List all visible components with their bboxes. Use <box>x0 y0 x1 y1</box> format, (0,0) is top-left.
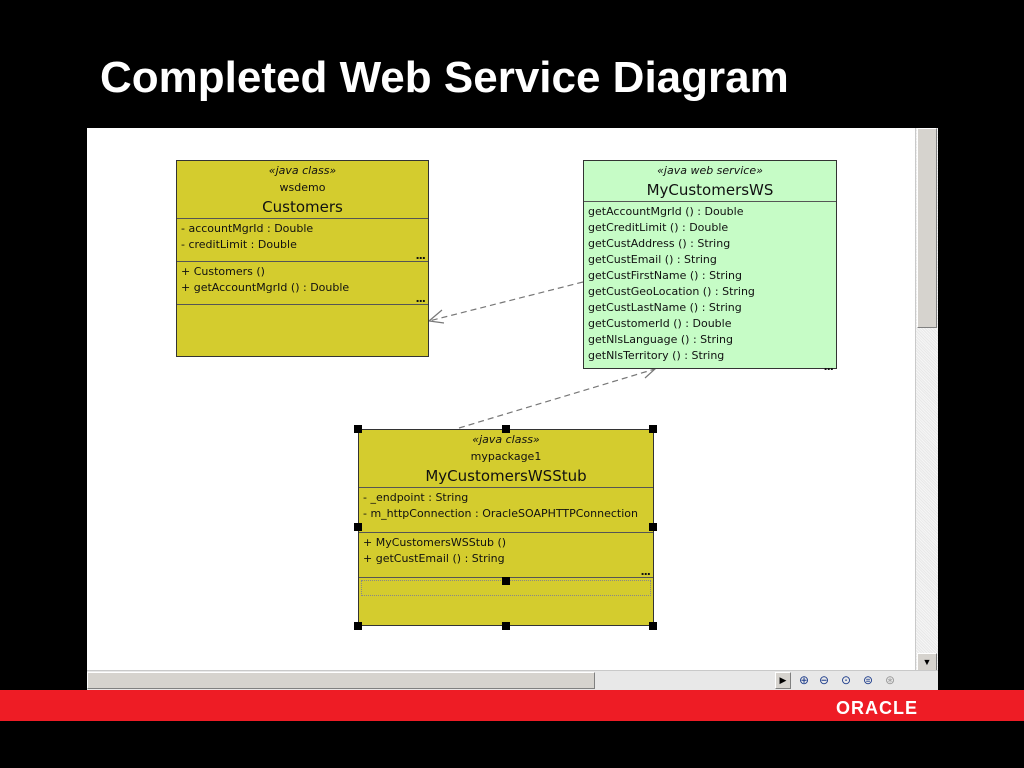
zoom-fit-icon[interactable]: ⊙ <box>840 673 852 687</box>
stub-attribute: - _endpoint : String <box>363 491 469 504</box>
vertical-scrollbar[interactable]: ▼ <box>915 128 938 671</box>
web-service-operation: getCreditLimit () : Double <box>588 221 729 234</box>
selection-handle[interactable] <box>354 523 362 531</box>
web-service-operations: getAccountMgrId () : Double getCreditLim… <box>584 202 836 372</box>
stub-operation: + getCustEmail () : String <box>363 552 505 565</box>
stub-stereotype: «java class» <box>472 433 540 446</box>
more-indicator: ... <box>415 292 426 305</box>
horizontal-scrollbar[interactable]: ▶ ⊕ ⊖ ⊙ ⊜ ⊛ <box>87 670 938 690</box>
web-service-operation: getNlsTerritory () : String <box>588 349 725 362</box>
web-service-operation: getCustLastName () : String <box>588 301 742 314</box>
stub-operation: + MyCustomersWSStub () <box>363 536 507 549</box>
stub-class-name: MyCustomersWSStub <box>425 467 587 485</box>
customers-attribute: - accountMgrId : Double <box>181 222 314 235</box>
selection-handle[interactable] <box>649 523 657 531</box>
customers-class-box[interactable]: «java class» wsdemo Customers - accountM… <box>176 160 429 357</box>
web-service-operation: getNlsLanguage () : String <box>588 333 733 346</box>
selection-handle[interactable] <box>649 425 657 433</box>
horizontal-scroll-thumb[interactable] <box>87 672 595 689</box>
selection-handle[interactable] <box>502 425 510 433</box>
stub-class-header: «java class» mypackage1 MyCustomersWSStu… <box>359 430 653 488</box>
scroll-down-button[interactable]: ▼ <box>917 653 937 671</box>
selection-handle[interactable] <box>354 425 362 433</box>
web-service-operation: getCustGeoLocation () : String <box>588 285 755 298</box>
stub-operations: + MyCustomersWSStub () + getCustEmail ()… <box>359 533 653 578</box>
customers-attributes: - accountMgrId : Double - creditLimit : … <box>177 219 428 262</box>
customers-operations: + Customers () + getAccountMgrId () : Do… <box>177 262 428 305</box>
more-indicator: ... <box>415 249 426 262</box>
scroll-right-icon[interactable]: ▶ <box>775 672 791 689</box>
web-service-operation: getCustFirstName () : String <box>588 269 742 282</box>
oracle-logo: ORACLE <box>836 698 918 718</box>
customers-package: wsdemo <box>279 181 326 194</box>
slide-title: Completed Web Service Diagram <box>100 53 789 102</box>
stub-class-box[interactable]: «java class» mypackage1 MyCustomersWSStu… <box>358 429 654 626</box>
more-indicator: ... <box>640 565 651 578</box>
stub-attributes: - _endpoint : String - m_httpConnection … <box>359 488 653 533</box>
stub-package: mypackage1 <box>470 450 542 463</box>
web-service-operation: getCustAddress () : String <box>588 237 731 250</box>
vertical-scroll-thumb[interactable] <box>917 128 937 328</box>
web-service-name: MyCustomersWS <box>646 181 774 199</box>
customers-operation: + getAccountMgrId () : Double <box>181 281 350 294</box>
customers-stereotype: «java class» <box>268 164 337 177</box>
customers-attribute: - creditLimit : Double <box>181 238 297 251</box>
web-service-box[interactable]: «java web service» MyCustomersWS getAcco… <box>583 160 837 372</box>
footer-bar: ORACLE <box>0 690 1024 721</box>
dependency-ws-to-customers <box>428 281 584 322</box>
web-service-stereotype: «java web service» <box>657 164 763 177</box>
more-indicator: ... <box>823 360 834 373</box>
web-service-operation: getCustEmail () : String <box>588 253 717 266</box>
customers-class-name: Customers <box>262 198 343 216</box>
zoom-100-icon[interactable]: ⊜ <box>862 673 874 687</box>
customers-class-header: «java class» wsdemo Customers <box>177 161 428 219</box>
zoom-in-icon[interactable]: ⊕ <box>798 673 810 687</box>
dependency-stub-to-ws <box>458 368 656 429</box>
selection-handle[interactable] <box>502 577 510 585</box>
zoom-out-icon[interactable]: ⊖ <box>818 673 830 687</box>
selection-handle[interactable] <box>354 622 362 630</box>
diagram-canvas[interactable]: «java class» wsdemo Customers - accountM… <box>87 128 938 690</box>
arrowhead-customers <box>427 309 445 324</box>
zoom-selected-icon[interactable]: ⊛ <box>884 673 896 687</box>
web-service-header: «java web service» MyCustomersWS <box>584 161 836 202</box>
selection-handle[interactable] <box>502 622 510 630</box>
stub-attribute: - m_httpConnection : OracleSOAPHTTPConne… <box>363 507 638 520</box>
web-service-operation: getAccountMgrId () : Double <box>588 205 744 218</box>
selection-handle[interactable] <box>649 622 657 630</box>
customers-operation: + Customers () <box>181 265 265 278</box>
web-service-operation: getCustomerId () : Double <box>588 317 732 330</box>
